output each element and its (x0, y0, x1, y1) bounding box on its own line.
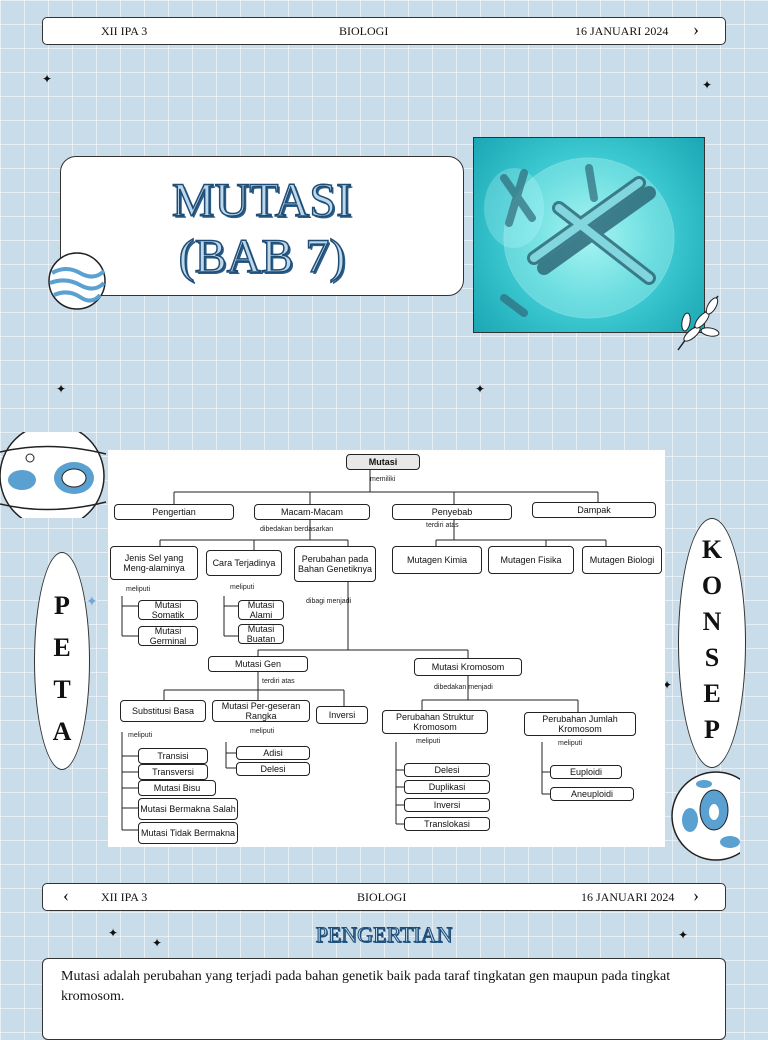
top-header-bar: XII IPA 3 BIOLOGI 16 JANUARI 2024 › (42, 17, 726, 45)
map-node-mutagen-fisika: Mutagen Fisika (488, 546, 574, 574)
map-link-label: dibedakan berdasarkan (260, 526, 334, 533)
map-node-buatan: Mutasi Buatan (238, 624, 284, 644)
peta-oval: P E T A (34, 552, 90, 770)
map-node-penyebab: Penyebab (392, 504, 512, 520)
map-node-aneuploidi: Aneuploidi (550, 787, 634, 801)
map-node-struktur: Perubahan Struktur Kromosom (382, 710, 488, 734)
title-line-2: (BAB 7) (178, 229, 346, 284)
planet-icon (0, 432, 107, 518)
konsep-oval: K O N S E P (678, 518, 746, 768)
subject-label: BIOLOGI (339, 24, 389, 38)
map-node-mutagen-kimia: Mutagen Kimia (392, 546, 482, 574)
map-node-substitusi: Substitusi Basa (120, 700, 206, 722)
map-node-perubahan-genetik: Perubahan pada Bahan Genetiknya (294, 546, 376, 582)
map-link-label: terdiri atas (262, 678, 295, 685)
concept-map: Mutasi memiliki Pengertian Macam-Macam P… (108, 450, 665, 847)
map-link-label: dibedakan menjadi (434, 684, 493, 691)
map-node-translokasi: Translokasi (404, 817, 490, 831)
map-node-transversi: Transversi (138, 764, 208, 780)
concept-map-lines (121, 470, 607, 831)
section-title: PENGERTIAN (315, 922, 453, 948)
planet-icon (671, 771, 740, 861)
map-root-node: Mutasi (346, 454, 420, 470)
class-label: XII IPA 3 (101, 890, 148, 904)
star-icon: ✦ (678, 928, 689, 942)
map-node-tidak-bermakna: Mutasi Tidak Bermakna (138, 822, 238, 844)
map-node-mutasi-kromosom: Mutasi Kromosom (414, 658, 522, 676)
oval-letter: E (53, 633, 71, 662)
oval-letter: E (703, 679, 721, 708)
next-page-button[interactable]: › (693, 19, 699, 39)
map-node-macam: Macam-Macam (254, 504, 370, 520)
title-line-1: MUTASI (171, 173, 353, 228)
definition-text: Mutasi adalah perubahan yang terjadi pad… (61, 969, 671, 1004)
next-page-button[interactable]: › (693, 885, 699, 905)
map-node-somatik: Mutasi Somatik (138, 600, 198, 620)
map-node-inversi-gen: Inversi (316, 706, 368, 724)
planet-icon (48, 252, 106, 310)
oval-letter: A (52, 717, 72, 746)
oval-letter: N (702, 607, 722, 636)
map-node-dampak: Dampak (532, 502, 656, 518)
map-node-euploidi: Euploidi (550, 765, 622, 779)
map-node-germinal: Mutasi Germinal (138, 626, 198, 646)
map-link-label: meliputi (126, 586, 151, 593)
map-node-jenis-sel: Jenis Sel yang Meng-alaminya (110, 546, 198, 580)
star-icon: ✦ (152, 936, 163, 950)
map-node-duplikasi: Duplikasi (404, 780, 490, 794)
map-link-label: meliputi (128, 732, 153, 739)
class-label: XII IPA 3 (101, 24, 148, 38)
map-node-alami: Mutasi Alami (238, 600, 284, 620)
oval-letter: T (53, 675, 71, 704)
map-node-mutagen-biologi: Mutagen Biologi (582, 546, 662, 574)
map-node-jumlah: Perubahan Jumlah Kromosom (524, 712, 636, 736)
map-node-adisi: Adisi (236, 746, 310, 760)
star-icon: ✦ (475, 382, 486, 396)
map-node-pengertian: Pengertian (114, 504, 234, 520)
map-link-label: meliputi (558, 740, 583, 747)
map-link-label: terdiri atas (426, 522, 459, 529)
star-icon: ✦ (42, 72, 53, 86)
star-icon: ✦ (108, 926, 119, 940)
title-card: MUTASI (BAB 7) (60, 156, 464, 296)
map-node-inversi: Inversi (404, 798, 490, 812)
oval-letter: P (704, 715, 720, 744)
map-node-delesi-gen: Delesi (236, 762, 310, 776)
oval-letter: K (701, 535, 723, 564)
map-node-transisi: Transisi (138, 748, 208, 764)
oval-letter: S (704, 643, 720, 672)
map-link-label: meliputi (250, 728, 275, 735)
date-label: 16 JANUARI 2024 (575, 24, 669, 38)
map-link-label: meliputi (230, 584, 255, 591)
map-node-delesi: Delesi (404, 763, 490, 777)
subject-label: BIOLOGI (357, 890, 407, 904)
bottom-header-bar: ‹ XII IPA 3 BIOLOGI 16 JANUARI 2024 › (42, 883, 726, 911)
map-node-cara: Cara Terjadinya (206, 550, 282, 576)
star-icon: ✦ (56, 382, 67, 396)
oval-letter: O (701, 571, 723, 600)
star-icon: ✦ (702, 78, 713, 92)
prev-page-button[interactable]: ‹ (63, 885, 69, 905)
date-label: 16 JANUARI 2024 (581, 890, 675, 904)
map-link-label: dibagi menjadi (306, 598, 352, 605)
map-node-bermakna-salah: Mutasi Bermakna Salah (138, 798, 238, 820)
definition-box: Mutasi adalah perubahan yang terjadi pad… (42, 958, 726, 1040)
map-node-mutasi-gen: Mutasi Gen (208, 656, 308, 672)
map-link-label: memiliki (370, 476, 396, 483)
leaf-icon (677, 295, 720, 351)
oval-letter: P (54, 591, 70, 620)
map-link-label: meliputi (416, 738, 441, 745)
chromosome-image (473, 137, 705, 333)
star-icon: ✦ (662, 678, 673, 692)
star-icon: ✦ (86, 594, 98, 610)
map-node-pergeseran: Mutasi Per-geseran Rangka (212, 700, 310, 722)
map-node-bisu: Mutasi Bisu (138, 780, 216, 796)
